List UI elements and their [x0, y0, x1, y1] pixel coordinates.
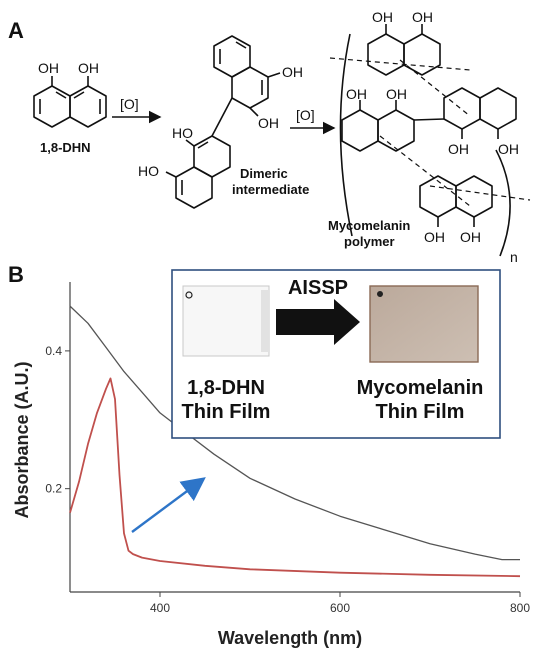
right-film-label-2: Thin Film	[376, 401, 465, 423]
y-tick-label: 0.2	[45, 482, 62, 496]
polymer-oh-3: OH	[346, 86, 367, 102]
left-film-label-2: Thin Film	[182, 401, 271, 423]
polymer-oh-2: OH	[412, 9, 433, 25]
polymer-oh-7: OH	[424, 229, 445, 245]
mycomelanin-film-image	[369, 285, 479, 363]
polymer-label-2: polymer	[344, 234, 395, 249]
gray-series-line	[69, 305, 520, 561]
y-tick-label: 0.4	[45, 344, 62, 358]
aissp-arrow	[276, 299, 360, 345]
y-axis-title: Absorbance (A.U.)	[12, 361, 32, 518]
polymer-label-1: Mycomelanin	[328, 218, 410, 233]
dimer-label-2: intermediate	[232, 182, 309, 197]
polymer-molecule: n OH OH OH OH OH OH OH OH Mycomela	[328, 9, 531, 265]
dimer-ho-2: HO	[138, 163, 159, 179]
polymer-oh-1: OH	[372, 9, 393, 25]
inset-box: AISSP 1,8-DHN Thin Film Mycomelanin Thin…	[171, 269, 501, 439]
red-series-line	[69, 377, 521, 578]
x-tick-label: 800	[510, 601, 530, 615]
panel-a-letter: A	[8, 18, 24, 43]
dimer-label-1: Dimeric	[240, 166, 288, 181]
polymer-oh-8: OH	[460, 229, 481, 245]
dhn-film-image	[182, 285, 270, 357]
polymer-oh-4: OH	[386, 86, 407, 102]
x-axis-title: Wavelength (nm)	[218, 628, 362, 648]
reaction-scheme-svg: A OH OH 1,8-DHN [O] OH OH	[8, 9, 531, 265]
panel-b-absorbance-chart: B 400 600 800 0.2 0.4 AISSP 1,8-DHN Thin Fil…	[0, 262, 550, 656]
reagent-label-1: [O]	[120, 96, 139, 112]
reagent-label-2: [O]	[296, 107, 315, 123]
panel-a-reaction-scheme: A OH OH 1,8-DHN [O] OH OH	[0, 0, 550, 270]
x-tick-label: 400	[150, 601, 170, 615]
panel-b-letter: B	[8, 262, 24, 287]
change-arrow	[131, 477, 206, 533]
dimer-oh-2: OH	[258, 115, 279, 131]
polymer-oh-5: OH	[448, 141, 469, 157]
dhn-oh-2: OH	[78, 60, 99, 76]
dimer-molecule: OH OH HO HO Dimeric intermediate	[138, 35, 309, 209]
x-tick-label: 600	[330, 601, 350, 615]
dhn-molecule: OH OH 1,8-DHN	[33, 60, 107, 155]
dimer-ho-1: HO	[172, 125, 193, 141]
dimer-oh-1: OH	[282, 64, 303, 80]
series-layer	[69, 305, 521, 578]
dhn-label: 1,8-DHN	[40, 140, 91, 155]
left-film-label-1: 1,8-DHN	[187, 377, 265, 399]
absorbance-chart-svg: B 400 600 800 0.2 0.4 AISSP 1,8-DHN Thin Fil…	[8, 262, 530, 648]
aissp-label: AISSP	[288, 277, 348, 299]
polymer-oh-6: OH	[498, 141, 519, 157]
right-film-label-1: Mycomelanin	[357, 377, 484, 399]
dhn-oh-1: OH	[38, 60, 59, 76]
polymer-n: n	[510, 249, 518, 265]
axis-ticks: 400 600 800 0.2 0.4	[45, 344, 530, 615]
